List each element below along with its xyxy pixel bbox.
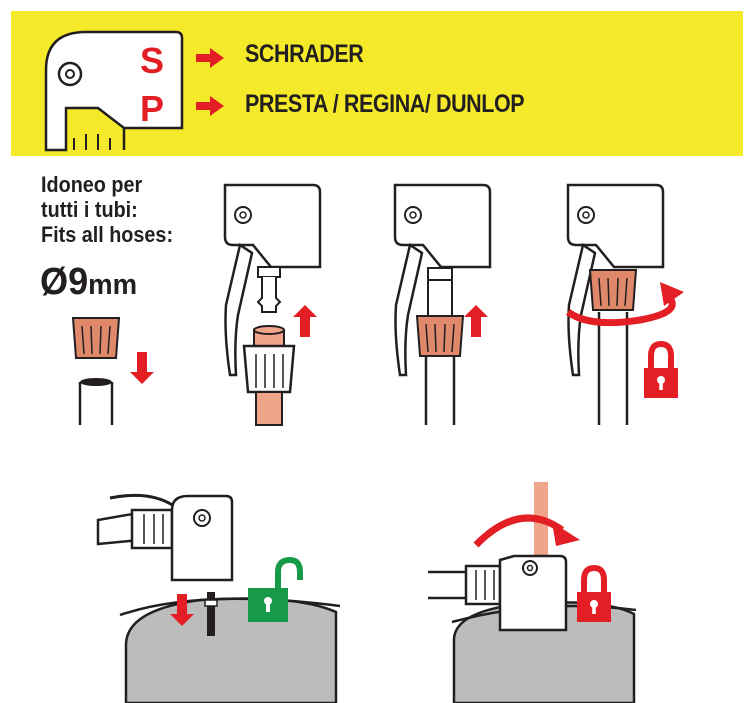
header-pump-head bbox=[44, 30, 184, 152]
padlock-locked-icon bbox=[577, 568, 611, 622]
diameter-unit: mm bbox=[88, 269, 138, 301]
arrow-up-icon bbox=[293, 305, 317, 337]
padlock-unlocked-icon bbox=[248, 556, 303, 622]
diameter-label: Ø9mm bbox=[40, 262, 137, 305]
letter-p: P bbox=[140, 88, 164, 129]
hose-info-line2: tutti i tubi: bbox=[41, 197, 138, 222]
arrow-up-icon bbox=[464, 305, 488, 337]
diameter-symbol: Ø bbox=[40, 261, 69, 303]
schrader-label: SCHRADER bbox=[245, 40, 364, 68]
rotate-arrow-icon bbox=[660, 282, 684, 306]
rotate-arrow-icon bbox=[552, 522, 580, 546]
step6-flip-lever bbox=[428, 482, 637, 703]
arrow-right-icon bbox=[196, 96, 224, 116]
diameter-value: 9 bbox=[68, 261, 89, 303]
step5-attach-to-valve bbox=[96, 493, 341, 703]
hose-info-line1: Idoneo per bbox=[41, 172, 143, 197]
step3-slide-nut-up bbox=[393, 183, 492, 425]
step1-nut-onto-hose bbox=[72, 317, 154, 425]
hose-info: Idoneo per tutti i tubi: Fits all hoses: bbox=[41, 172, 173, 247]
hose-info-line3: Fits all hoses: bbox=[41, 222, 174, 247]
step4-screw-nut bbox=[565, 183, 684, 425]
step2-insert-hose bbox=[223, 183, 322, 426]
padlock-locked-icon bbox=[644, 344, 678, 398]
arrow-down-icon bbox=[130, 352, 154, 384]
presta-label: PRESTA / REGINA/ DUNLOP bbox=[245, 90, 525, 118]
letter-s: S bbox=[140, 40, 164, 81]
arrow-right-icon bbox=[196, 48, 224, 68]
